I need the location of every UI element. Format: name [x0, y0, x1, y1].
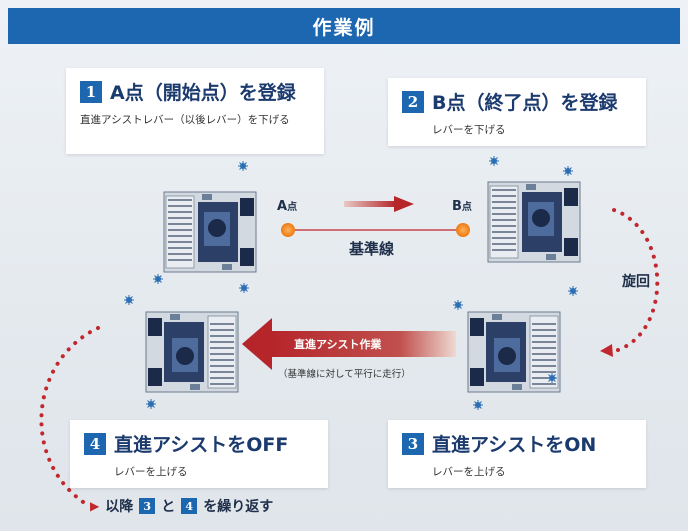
step-2-title-row: 2 B点（終了点）を登録 [402, 88, 632, 115]
marker-icon [452, 299, 464, 311]
marker-icon [152, 273, 164, 285]
baseline-label: 基準線 [349, 240, 395, 258]
point-b-marker [456, 223, 470, 237]
assist-arrow-note: （基準線に対して平行に走行） [278, 369, 411, 380]
header-title: 作業例 [312, 16, 376, 39]
page-header: 作業例 [8, 8, 680, 44]
step-3-desc: レバーを上げる [432, 466, 506, 478]
point-a-marker [281, 223, 295, 237]
point-a-suffix: 点 [287, 202, 298, 213]
repeat-footer: ▶ 以降 3 と 4 を繰り返す [90, 496, 273, 516]
footer-text-3: を繰り返す [203, 499, 274, 515]
step-1-number: 1 [80, 80, 102, 103]
step-2-desc: レバーを下げる [432, 124, 506, 136]
point-a-label: A点 [277, 198, 297, 214]
assist-arrow-label: 直進アシスト作業 [294, 338, 382, 351]
marker-icon [562, 165, 574, 177]
point-b-label: B点 [452, 198, 472, 214]
step-2-card: 2 B点（終了点）を登録 レバーを下げる [388, 78, 646, 146]
arrow-right-icon: ▶ [90, 499, 100, 513]
turn-arrowhead [600, 344, 613, 357]
machine-return-right [467, 311, 561, 393]
step-1-title-row: 1 A点（開始点）を登録 [80, 78, 310, 105]
marker-icon [123, 294, 135, 306]
footer-text-2: と [161, 499, 176, 515]
point-b-letter: B [452, 199, 462, 214]
footer-step-4: 4 [181, 498, 198, 514]
marker-icon [546, 372, 558, 384]
step-3-title-row: 3 直進アシストをON [402, 430, 632, 457]
marker-icon [238, 282, 250, 294]
marker-icon [145, 398, 157, 410]
step-4-title-row: 4 直進アシストをOFF [84, 430, 314, 457]
machine-b-point [487, 181, 581, 263]
step-2-number: 2 [402, 90, 424, 113]
step-4-desc: レバーを上げる [114, 466, 188, 478]
step-2-title: B点（終了点）を登録 [432, 92, 618, 114]
turn-label: 旋回 [622, 274, 650, 290]
point-b-suffix: 点 [461, 202, 472, 213]
step-4-number: 4 [84, 432, 106, 455]
machine-a-point [163, 191, 257, 273]
machine-return-left [145, 311, 239, 393]
marker-icon [237, 160, 249, 172]
footer-step-3: 3 [139, 498, 156, 514]
step-3-title: 直進アシストをON [432, 434, 597, 456]
step-3-card: 3 直進アシストをON レバーを上げる [388, 420, 646, 488]
marker-icon [472, 399, 484, 411]
step-4-title: 直進アシストをOFF [114, 434, 289, 456]
step-1-card: 1 A点（開始点）を登録 直進アシストレバー（以後レバー）を下げる [66, 68, 324, 154]
step-1-desc: 直進アシストレバー（以後レバー）を下げる [80, 114, 290, 126]
step-4-card: 4 直進アシストをOFF レバーを上げる [70, 420, 328, 488]
marker-icon [567, 285, 579, 297]
step-3-number: 3 [402, 432, 424, 455]
step-1-title: A点（開始点）を登録 [110, 82, 296, 104]
marker-icon [488, 155, 500, 167]
point-a-letter: A [277, 199, 288, 214]
a-to-b-arrow [344, 196, 414, 212]
footer-text-1: 以降 [105, 499, 134, 515]
